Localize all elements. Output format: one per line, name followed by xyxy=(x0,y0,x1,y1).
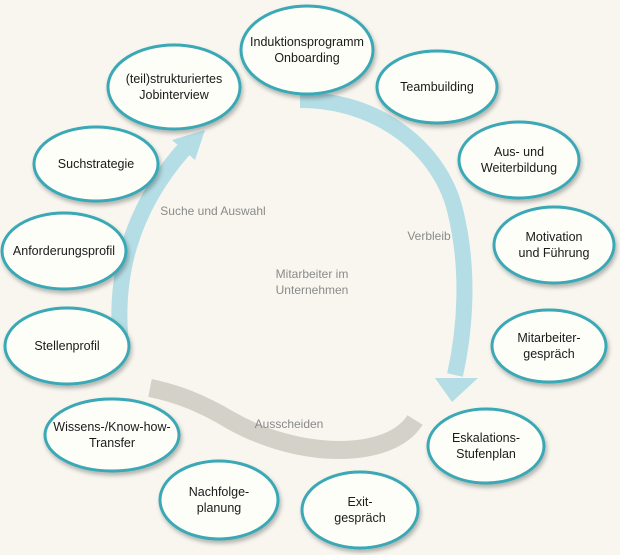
node-group: InduktionsprogrammOnboardingTeambuilding… xyxy=(0,4,616,550)
node-label-weiterbildung-2: Weiterbildung xyxy=(481,161,557,175)
node-label-motivation-2: und Führung xyxy=(519,246,590,260)
arrowhead-suche-icon xyxy=(172,130,205,160)
node-label-mitarbeitergespraech-1: Mitarbeiter- xyxy=(517,331,580,345)
node-nachfolge: Nachfolge-planung xyxy=(158,459,280,541)
node-label-jobinterview-1: (teil)strukturiertes xyxy=(126,72,223,86)
phase-labels: Suche und Auswahl Verbleib Ausscheiden xyxy=(160,204,451,431)
node-ellipse-eskalation xyxy=(426,407,546,485)
node-ellipse-weiterbildung xyxy=(457,120,581,200)
phase-label-search: Suche und Auswahl xyxy=(160,204,265,218)
node-label-wissenstransfer-1: Wissens-/Know-how- xyxy=(53,420,170,434)
node-label-weiterbildung-1: Aus- und xyxy=(494,145,544,159)
node-label-teambuilding-1: Teambuilding xyxy=(400,80,474,94)
node-ellipse-wissenstransfer xyxy=(43,397,181,473)
node-ellipse-motivation xyxy=(492,205,616,285)
node-label-suchstrategie-1: Suchstrategie xyxy=(58,157,134,171)
node-motivation: Motivation und Führung xyxy=(492,205,616,285)
node-ellipse-teambuilding xyxy=(375,49,499,125)
node-label-wissenstransfer-2: Transfer xyxy=(89,436,135,450)
node-label-eskalation-2: Stufenplan xyxy=(456,447,516,461)
node-label-motivation-1: Motivation xyxy=(526,230,583,244)
node-ellipse-stellenprofil xyxy=(3,306,131,386)
center-label-line-2: Unternehmen xyxy=(276,283,349,297)
node-stellenprofil: Stellenprofil xyxy=(3,306,131,386)
arrow-ausscheiden xyxy=(148,379,423,459)
arrowhead-verbleib-icon xyxy=(435,378,478,402)
node-label-induktion-1: Induktionsprogramm xyxy=(250,35,364,49)
node-mitarbeitergespraech: Mitarbeiter-gespräch xyxy=(490,308,608,384)
phase-label-exit: Ausscheiden xyxy=(255,417,324,431)
node-ellipse-induktion xyxy=(239,4,375,96)
node-ellipse-exitgespraech xyxy=(300,470,420,550)
node-label-anforderungsprofil-1: Anforderungsprofil xyxy=(13,244,115,258)
node-label-jobinterview-2: Jobinterview xyxy=(139,88,209,102)
center-label: Mitarbeiter im Unternehmen xyxy=(276,267,349,297)
node-label-eskalation-1: Eskalations- xyxy=(452,431,520,445)
node-label-stellenprofil-1: Stellenprofil xyxy=(34,339,99,353)
node-eskalation: Eskalations- Stufenplan xyxy=(426,407,546,485)
node-anforderungsprofil: Anforderungsprofil xyxy=(0,211,128,291)
node-ellipse-mitarbeitergespraech xyxy=(490,308,608,384)
node-exitgespraech: Exit-gespräch xyxy=(300,470,420,550)
node-ellipse-suchstrategie xyxy=(32,125,160,203)
node-label-nachfolge-1: Nachfolge- xyxy=(189,485,249,499)
node-label-mitarbeitergespraech-2: gespräch xyxy=(523,347,574,361)
node-label-induktion-2: Onboarding xyxy=(274,51,339,65)
node-ellipse-jobinterview xyxy=(106,43,242,131)
node-wissenstransfer: Wissens-/Know-how- Transfer xyxy=(43,397,181,473)
node-label-exitgespraech-1: Exit- xyxy=(348,495,373,509)
node-ellipse-anforderungsprofil xyxy=(0,211,128,291)
node-label-exitgespraech-2: gespräch xyxy=(334,511,385,525)
arrow-verbleib xyxy=(299,92,473,377)
phase-label-stay: Verbleib xyxy=(407,229,451,243)
node-ellipse-nachfolge xyxy=(158,459,280,541)
node-label-nachfolge-2: planung xyxy=(197,501,242,515)
node-teambuilding: Teambuilding xyxy=(375,49,499,125)
center-label-line-1: Mitarbeiter im xyxy=(276,267,349,281)
node-suchstrategie: Suchstrategie xyxy=(32,125,160,203)
